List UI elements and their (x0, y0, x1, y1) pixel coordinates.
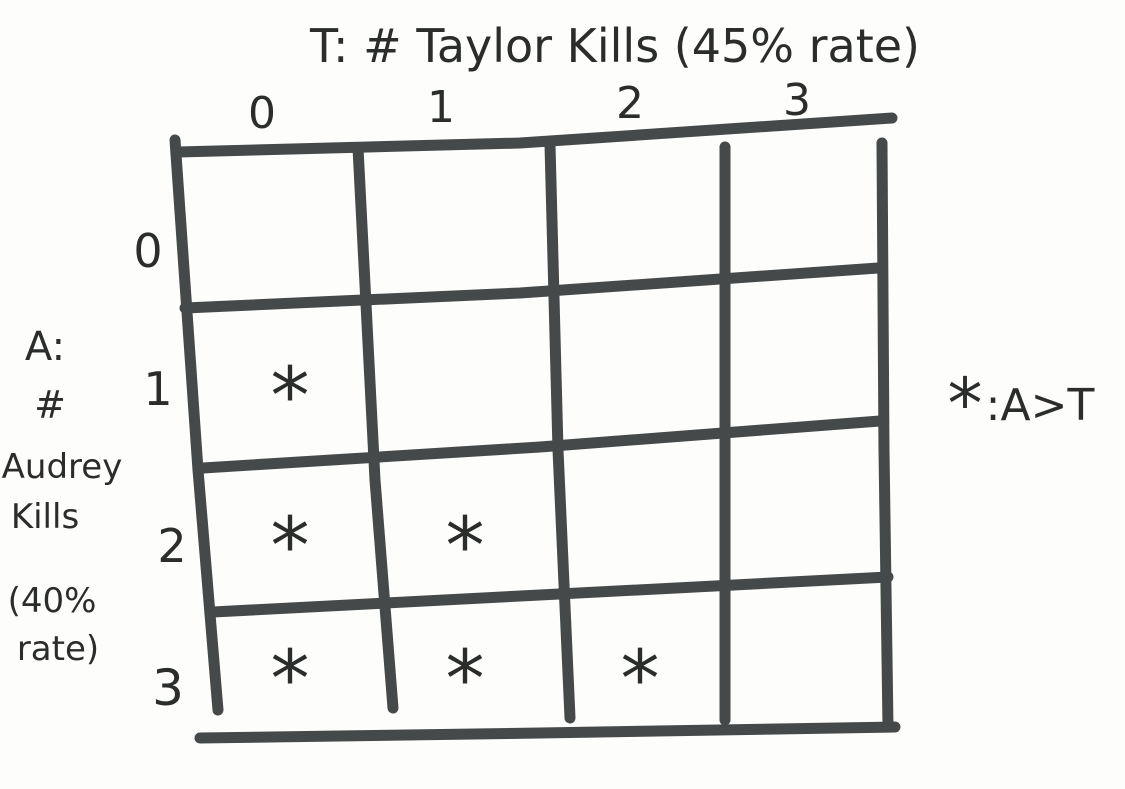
row-label: 0 (133, 224, 162, 278)
grid-line-horizontal (194, 721, 901, 744)
column-label: 1 (427, 82, 455, 133)
grid-line-horizontal (207, 571, 894, 618)
left-title-line: A: (25, 324, 65, 370)
left-title-line: rate) (17, 629, 99, 669)
grid-lines (169, 112, 901, 744)
grid-line-vertical (352, 142, 399, 714)
left-title-line: Kills (11, 497, 79, 537)
grid-line-horizontal (179, 262, 884, 314)
column-labels: 0 1 2 3 (248, 75, 811, 139)
grid-line-vertical (544, 139, 576, 724)
asterisk-mark: * (446, 635, 485, 725)
asterisk-marks: * * * * * * (271, 352, 660, 725)
column-label: 2 (616, 78, 644, 129)
left-title-line: Audrey (2, 447, 123, 487)
column-label: 0 (248, 88, 276, 139)
grid-line-horizontal (172, 112, 898, 158)
grid-line-vertical (169, 134, 224, 716)
row-label: 3 (152, 659, 184, 717)
grid-line-horizontal (197, 415, 886, 474)
grid-line-vertical (876, 137, 894, 733)
row-label: 2 (157, 519, 186, 573)
asterisk-mark: * (271, 502, 310, 592)
left-title: A: # Audrey Kills (40% rate) (2, 324, 123, 669)
asterisk-mark: * (271, 635, 310, 725)
legend-asterisk: * (948, 363, 983, 445)
top-title: T: # Taylor Kills (45% rate) (309, 19, 920, 73)
left-title-line: # (34, 383, 66, 427)
asterisk-mark: * (446, 502, 485, 592)
row-labels: 0 1 2 3 (133, 224, 186, 717)
column-label: 3 (783, 75, 811, 126)
legend: * :A>T (948, 363, 1095, 445)
asterisk-mark: * (621, 635, 660, 725)
legend-text: :A>T (986, 380, 1095, 431)
asterisk-mark: * (271, 352, 310, 442)
left-title-line: (40% (8, 581, 97, 621)
row-label: 1 (143, 362, 172, 416)
